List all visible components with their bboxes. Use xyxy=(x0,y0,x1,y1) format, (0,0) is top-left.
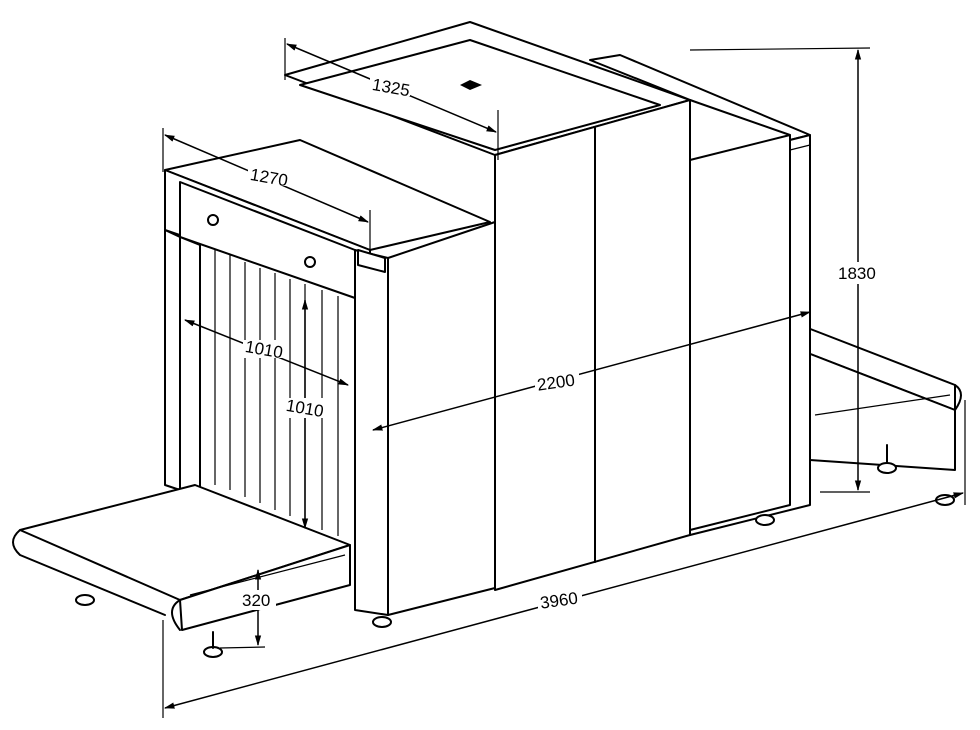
dim-conveyor-height: 320 xyxy=(242,591,270,610)
dimension-labels: 1325 1270 1010 1010 2200 1830 320 3960 xyxy=(240,75,880,613)
dim-overall-height: 1830 xyxy=(838,264,876,283)
left-conveyor xyxy=(12,484,351,658)
right-conveyor xyxy=(799,324,962,506)
foot-icon xyxy=(755,514,775,526)
bolt-icon xyxy=(304,256,316,268)
foot-icon xyxy=(877,462,897,474)
foot-icon xyxy=(75,594,95,606)
tunnel-opening xyxy=(214,250,339,536)
foot-icon xyxy=(372,616,392,628)
bolt-icon xyxy=(207,214,219,226)
